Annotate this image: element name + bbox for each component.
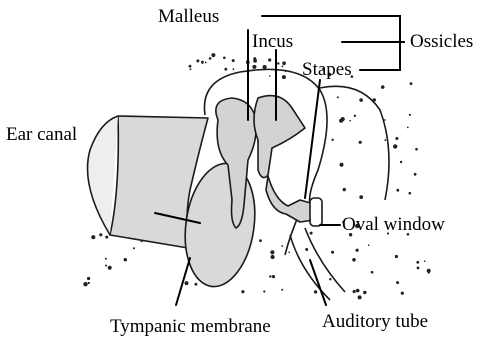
bone-speckle [269,75,271,77]
bone-speckle [401,292,404,295]
bone-speckle [352,258,356,262]
bone-speckle [368,244,370,246]
incus-label: Incus [252,31,293,53]
bone-speckle [400,161,402,163]
bone-speckle [356,289,360,293]
tympanic-membrane-label: Tympanic membrane [110,316,271,338]
bone-speckle [343,188,346,191]
bone-speckle [190,68,192,70]
bone-speckle [281,289,283,291]
bone-speckle [87,277,90,280]
bone-speckle [381,85,385,89]
bone-speckle [196,59,199,62]
bone-speckle [409,114,411,116]
bone-speckle [253,59,257,63]
bone-speckle [205,62,207,64]
bone-speckle [305,248,308,251]
bone-speckle [415,148,418,151]
bone-speckle [340,163,344,167]
bone-speckle [410,82,413,85]
bone-speckle [282,61,286,65]
bone-speckle [282,65,284,67]
bone-speckle [354,115,356,117]
bone-speckle [259,239,262,242]
bone-speckle [281,245,283,247]
bone-speckle [337,96,339,98]
bone-speckle [416,261,419,264]
bone-speckle [185,281,189,285]
bone-speckle [358,295,362,299]
bone-speckle [202,62,204,64]
bone-speckle [133,247,135,249]
bone-speckle [341,117,345,121]
bone-speckle [223,57,226,60]
bone-speckle [363,291,366,294]
bone-speckle [414,173,417,176]
bone-speckle [288,251,290,253]
bone-speckle [252,65,256,69]
bone-speckle [272,275,275,278]
bone-speckle [99,233,102,236]
bone-speckle [314,290,317,293]
bone-speckle [359,141,362,144]
bone-speckle [329,278,331,280]
bone-speckle [409,192,412,195]
bone-speckle [417,267,420,270]
bone-speckle [195,283,198,286]
bone-speckle [396,189,399,192]
auditory-tube-label: Auditory tube [322,311,428,333]
bone-speckle [263,290,265,292]
oval-window-label: Oval window [342,214,445,236]
bone-speckle [108,266,112,270]
bone-speckle [233,68,235,70]
bone-speckle [83,282,87,286]
bone-speckle [232,59,235,62]
bone-speckle [209,57,212,60]
malleus-label: Malleus [158,6,219,28]
bone-speckle [241,290,244,293]
bone-speckle [189,65,192,68]
bone-speckle [263,65,267,69]
oval-window-shape [310,198,322,226]
bone-speckle [428,272,430,274]
bone-speckle [271,255,275,259]
bone-speckle [395,255,398,258]
bone-speckle [270,250,274,254]
bone-speckle [395,137,398,140]
bone-speckle [224,68,227,71]
bone-speckle [384,139,386,141]
bone-speckle [105,265,107,267]
bone-speckle [91,235,95,239]
bone-speckle [211,53,215,57]
bone-speckle [310,232,313,235]
bone-speckle [393,144,397,148]
bone-speckle [331,139,333,141]
bone-speckle [269,275,271,277]
ossicles-label: Ossicles [410,31,473,53]
bone-speckle [88,282,90,284]
bone-speckle [359,98,363,102]
bone-speckle [105,236,108,239]
bone-speckle [268,58,271,61]
bone-speckle [353,290,356,293]
bone-speckle [359,195,363,199]
bone-speckle [277,62,279,64]
bone-speckle [349,120,351,122]
bone-speckle [124,258,127,261]
bone-speckle [424,260,426,262]
bone-speckle [407,127,409,129]
bone-speckle [105,258,107,260]
bone-speckle [356,249,359,252]
bone-speckle [331,251,334,254]
bone-speckle [396,281,399,284]
bone-speckle [371,271,374,274]
bone-speckle [282,75,286,79]
ear-canal-label: Ear canal [6,124,77,146]
stapes-label: Stapes [302,59,352,81]
